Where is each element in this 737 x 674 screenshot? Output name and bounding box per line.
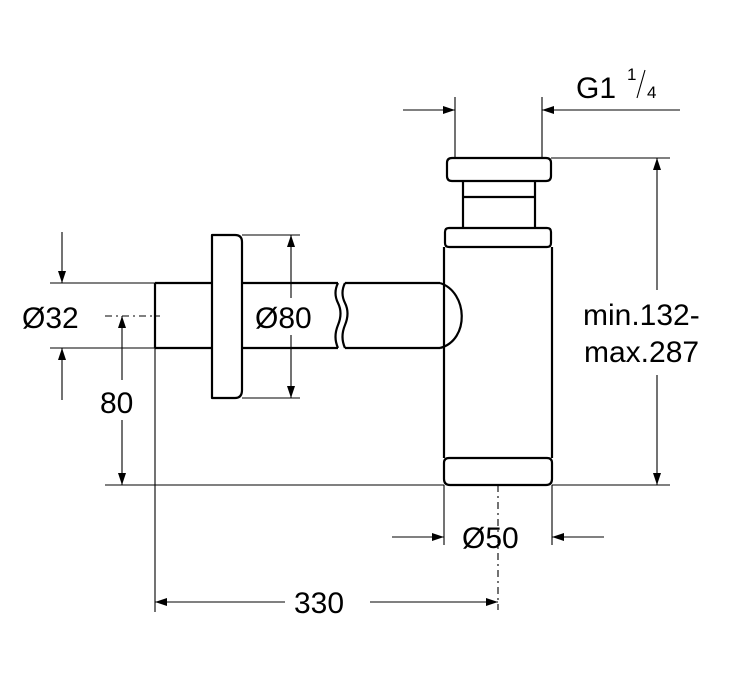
thread-denominator: 4 — [647, 83, 656, 102]
height-range-max-label: max.287 — [584, 336, 699, 369]
dim-thread: G1 1 4 — [403, 65, 680, 114]
body-diameter-label: Ø50 — [462, 522, 519, 555]
outlet-pipe — [153, 281, 463, 350]
extension-lines — [50, 97, 670, 612]
dim-height-range: min.132- max.287 — [583, 158, 700, 485]
height-range-min-label: min.132- — [583, 299, 700, 332]
length-label: 330 — [294, 587, 344, 620]
dim-body-diameter: Ø50 — [392, 522, 604, 555]
height-label: 80 — [100, 387, 133, 420]
dim-length: 330 — [155, 587, 498, 620]
thread-base-label: G1 — [576, 72, 616, 105]
pipe-diameter-label: Ø32 — [22, 302, 79, 335]
rosette-diameter-label: Ø80 — [255, 302, 312, 335]
center-lines — [105, 315, 499, 610]
dim-height: 80 — [100, 316, 133, 485]
wall-rosette — [210, 233, 244, 400]
thread-numerator: 1 — [627, 65, 636, 84]
dim-rosette-diameter: Ø80 — [255, 235, 312, 398]
dim-pipe-diameter: Ø32 — [22, 232, 79, 400]
siphon-body — [442, 156, 554, 487]
